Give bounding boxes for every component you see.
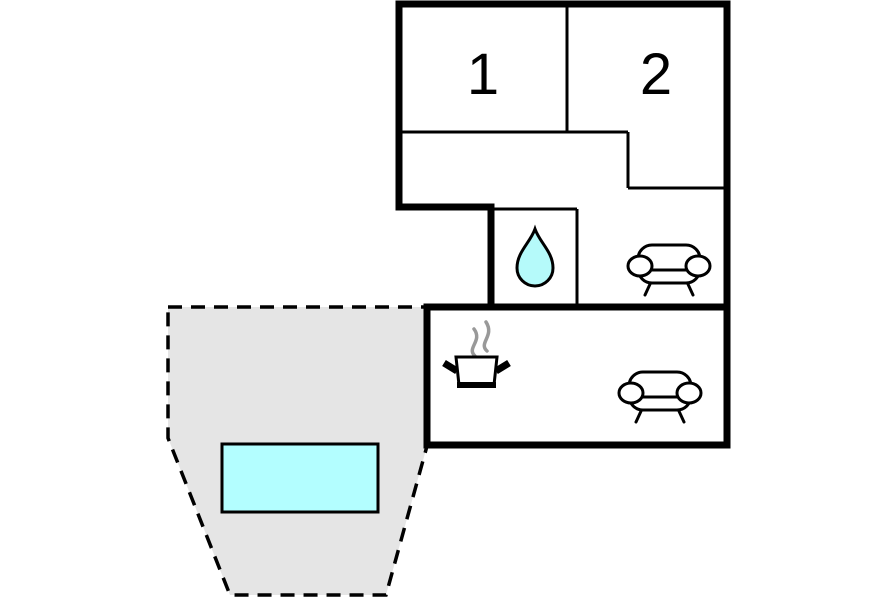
exterior-walls	[395, 0, 731, 449]
cooking-pot-icon	[442, 355, 511, 388]
house-footprint	[399, 4, 727, 445]
terrace-area	[166, 305, 429, 597]
water-drop-icon	[515, 224, 555, 288]
interior-walls	[399, 4, 727, 307]
steam-icon	[470, 320, 491, 358]
room-2-label: 2	[640, 42, 672, 107]
pool-rectangle	[220, 442, 380, 514]
house	[395, 0, 731, 449]
room-1-label: 1	[467, 42, 499, 107]
